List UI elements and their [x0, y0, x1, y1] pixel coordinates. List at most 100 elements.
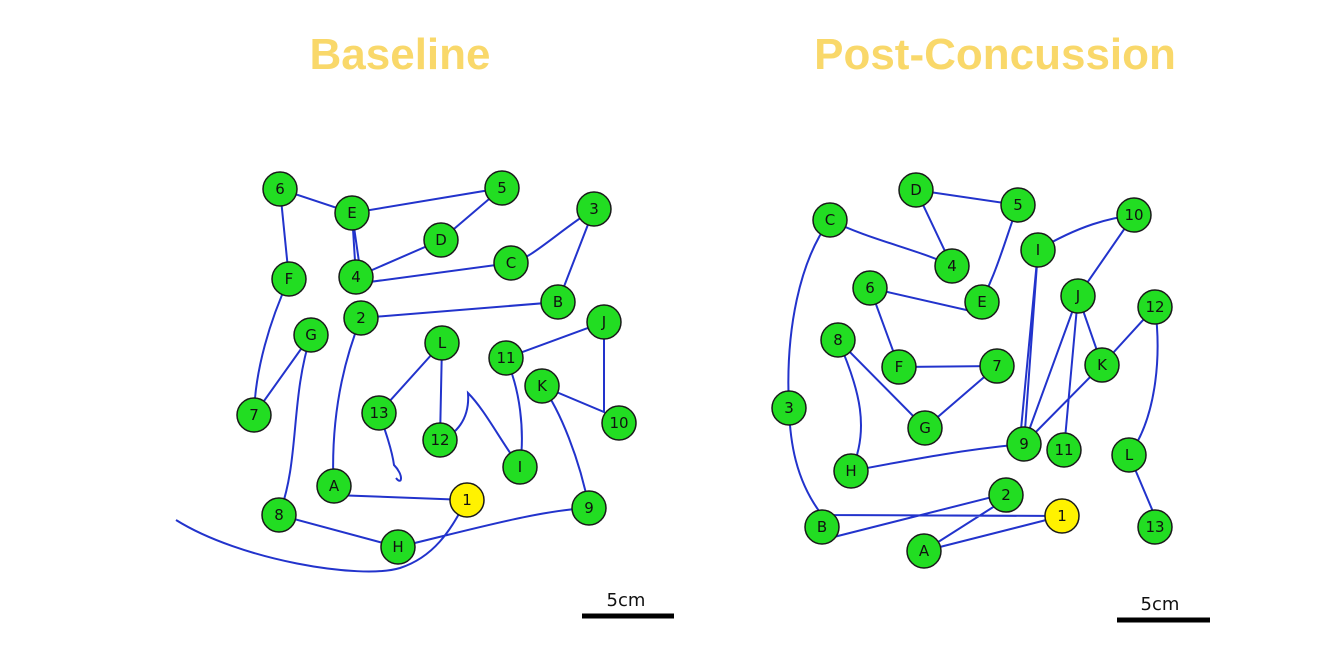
- node-label: B: [553, 293, 563, 311]
- node-label: B: [817, 518, 827, 536]
- node-circle: [934, 248, 970, 284]
- node-F: F: [881, 349, 917, 385]
- node-label: 11: [496, 349, 515, 367]
- node-label: 5: [1013, 196, 1023, 214]
- node-circle: [262, 171, 298, 207]
- node-circle: [979, 348, 1015, 384]
- node-K: K: [1084, 347, 1120, 383]
- node-label: 9: [584, 499, 594, 517]
- node-circle: [236, 397, 272, 433]
- node-circle: [540, 284, 576, 320]
- node-1: 1: [449, 482, 485, 518]
- node-A: A: [906, 533, 942, 569]
- node-3: 3: [576, 191, 612, 227]
- node-circle: [493, 245, 529, 281]
- node-circle: [361, 395, 397, 431]
- panel-title-post-concussion: Post-Concussion: [814, 30, 1176, 79]
- node-circle: [261, 497, 297, 533]
- node-F: F: [271, 261, 307, 297]
- node-J: J: [586, 304, 622, 340]
- node-12: 12: [1137, 289, 1173, 325]
- node-circle: [423, 222, 459, 258]
- node-circle: [1020, 232, 1056, 268]
- node-circle: [586, 304, 622, 340]
- node-label: I: [518, 458, 522, 476]
- node-D: D: [898, 172, 934, 208]
- node-H: H: [380, 529, 416, 565]
- node-circle: [1111, 437, 1147, 473]
- node-10: 10: [1116, 197, 1152, 233]
- node-5: 5: [1000, 187, 1036, 223]
- node-12: 12: [422, 422, 458, 458]
- node-circle: [907, 410, 943, 446]
- node-label: 6: [865, 279, 875, 297]
- node-circle: [576, 191, 612, 227]
- node-7: 7: [979, 348, 1015, 384]
- node-6: 6: [262, 171, 298, 207]
- node-label: 2: [356, 309, 366, 327]
- start-node-circle: [449, 482, 485, 518]
- node-circle: [334, 195, 370, 231]
- node-circle: [898, 172, 934, 208]
- node-13: 13: [1137, 509, 1173, 545]
- node-label: F: [285, 270, 294, 288]
- node-E: E: [964, 284, 1000, 320]
- node-circle: [1060, 278, 1096, 314]
- node-label: 9: [1019, 435, 1029, 453]
- node-label: 1: [462, 491, 472, 509]
- node-circle: [1137, 509, 1173, 545]
- node-label: D: [435, 231, 447, 249]
- node-5: 5: [484, 170, 520, 206]
- node-label: J: [601, 313, 606, 331]
- node-label: 13: [1145, 518, 1164, 536]
- node-label: C: [825, 211, 835, 229]
- node-label: 11: [1054, 441, 1073, 459]
- node-label: 4: [947, 257, 957, 275]
- node-C: C: [812, 202, 848, 238]
- node-label: 3: [784, 399, 794, 417]
- node-B: B: [540, 284, 576, 320]
- node-circle: [601, 405, 637, 441]
- node-E: E: [334, 195, 370, 231]
- node-label: 12: [1145, 298, 1164, 316]
- node-label: J: [1075, 287, 1080, 305]
- node-2: 2: [988, 477, 1024, 513]
- node-J: J: [1060, 278, 1096, 314]
- start-node-circle: [1044, 498, 1080, 534]
- node-circle: [484, 170, 520, 206]
- node-C: C: [493, 245, 529, 281]
- node-A: A: [316, 468, 352, 504]
- node-label: 4: [351, 268, 361, 286]
- panel-title-baseline: Baseline: [309, 30, 491, 79]
- node-6: 6: [852, 270, 888, 306]
- node-label: K: [537, 377, 548, 395]
- node-label: I: [1036, 241, 1040, 259]
- node-label: 8: [274, 506, 284, 524]
- node-label: 8: [833, 331, 843, 349]
- node-circle: [1116, 197, 1152, 233]
- node-label: 10: [1124, 206, 1143, 224]
- node-circle: [571, 490, 607, 526]
- node-label: G: [919, 419, 931, 437]
- node-label: 5: [497, 179, 507, 197]
- node-circle: [804, 509, 840, 545]
- node-label: D: [910, 181, 922, 199]
- node-label: 7: [249, 406, 259, 424]
- node-circle: [488, 340, 524, 376]
- node-circle: [852, 270, 888, 306]
- node-10: 10: [601, 405, 637, 441]
- node-label: 1: [1057, 507, 1067, 525]
- node-4: 4: [934, 248, 970, 284]
- node-label: L: [438, 334, 447, 352]
- node-I: I: [502, 449, 538, 485]
- node-circle: [338, 259, 374, 295]
- node-label: 12: [430, 431, 449, 449]
- node-circle: [343, 300, 379, 336]
- node-K: K: [524, 368, 560, 404]
- node-11: 11: [1046, 432, 1082, 468]
- node-label: 7: [992, 357, 1002, 375]
- node-D: D: [423, 222, 459, 258]
